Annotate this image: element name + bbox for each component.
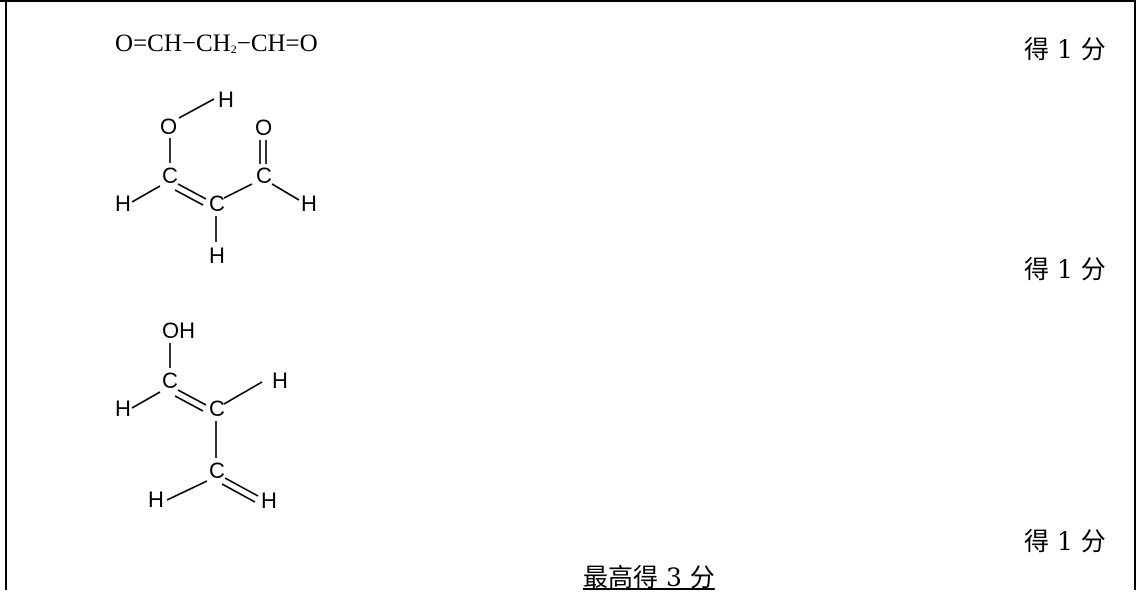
- bond-c-h: [131, 185, 161, 203]
- atom-oh: OH: [162, 318, 195, 343]
- bond-c-c-double-b: [174, 189, 204, 206]
- bond-c-h: [166, 480, 208, 501]
- table-border-right: [1134, 0, 1136, 590]
- atom-h: H: [115, 396, 131, 421]
- bond-c-h: [271, 183, 300, 201]
- bond-c-o-double-b: [221, 483, 256, 503]
- score-line-2: 得 1 分: [1024, 255, 1106, 284]
- atom-c: C: [209, 191, 225, 216]
- atom-c: C: [209, 396, 225, 421]
- bond-c-c-double-b: [174, 395, 204, 412]
- bond-c-o-double-a: [224, 477, 259, 497]
- atom-o: O: [160, 114, 177, 139]
- score-line-1: 得 1 分: [1024, 35, 1106, 64]
- atom-c: C: [162, 163, 178, 188]
- score-line-3: 得 1 分: [1024, 527, 1106, 556]
- bond-c-c-double-a: [177, 389, 207, 406]
- bond-c-c-double-a: [177, 183, 207, 200]
- atom-o: H: [261, 488, 277, 513]
- atom-h: H: [148, 487, 164, 512]
- atom-h: H: [272, 368, 288, 393]
- atom-h: H: [115, 191, 131, 216]
- atom-h: H: [209, 243, 225, 268]
- atom-h: H: [218, 87, 234, 112]
- atom-h: H: [301, 191, 317, 216]
- bond-c-h: [131, 391, 161, 409]
- max-score: 最高得 3 分: [583, 563, 715, 592]
- atom-c: C: [256, 163, 272, 188]
- atom-o: O: [255, 115, 272, 140]
- bond-c-c: [223, 183, 253, 199]
- table-border-left: [5, 0, 7, 590]
- atom-c: C: [162, 368, 178, 393]
- atom-c: C: [209, 458, 225, 483]
- condensed-formula: O=CH−CH2−CH=O: [115, 30, 318, 57]
- table-border-top: [0, 0, 1136, 2]
- bond-o-h: [178, 98, 215, 119]
- bond-c-h: [223, 381, 263, 405]
